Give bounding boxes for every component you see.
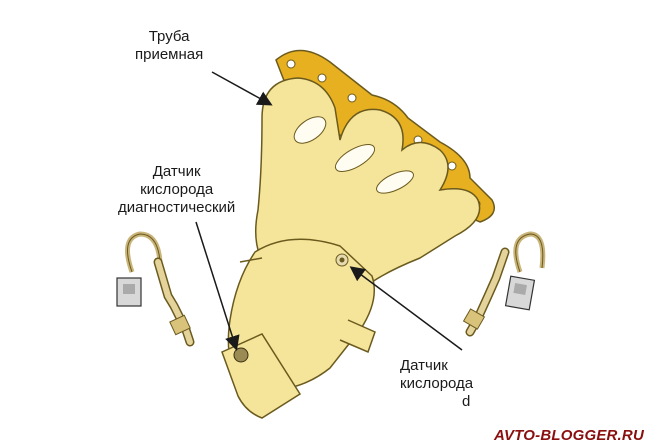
- label-o2-diagnostic-line1: Датчик: [152, 163, 201, 180]
- label-o2-control: Датчик кислорода d: [400, 357, 473, 411]
- label-o2-diagnostic-line2: кислорода: [140, 181, 214, 198]
- label-intake-pipe: Труба приемная: [135, 28, 203, 64]
- label-o2-diagnostic-line3: диагностический: [118, 199, 236, 216]
- outlet-flange: [221, 333, 302, 419]
- label-o2-control-line3: d: [462, 393, 471, 410]
- oxygen-sensor-diagnostic: [116, 231, 195, 347]
- arrow-intake-pipe: [211, 71, 273, 106]
- arrow-o2-diagnostic: [195, 221, 240, 351]
- oxygen-sensor-control: [462, 231, 546, 337]
- label-o2-control-line2: кислорода: [400, 375, 474, 392]
- watermark: AVTO-BLOGGER.RU: [494, 427, 644, 444]
- label-o2-control-line1: Датчик: [400, 357, 448, 374]
- label-intake-pipe-line2: приемная: [135, 46, 204, 63]
- label-o2-diagnostic: Датчик кислорода диагностический: [118, 163, 235, 217]
- arrow-o2-control: [349, 266, 463, 351]
- label-intake-pipe-line1: Труба: [148, 28, 190, 45]
